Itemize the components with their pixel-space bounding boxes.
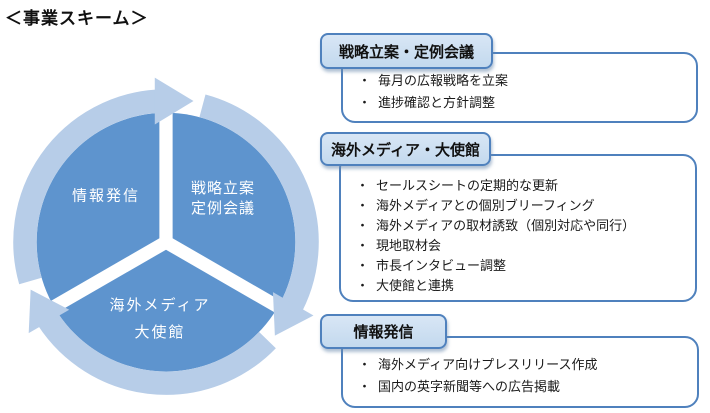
segment-label-media: 海外メディア 大使館: [109, 297, 211, 341]
list-item: ・ 進捗確認と方針調整: [358, 92, 508, 114]
box-media-items: ・ セールスシートの定期的な更新 ・ 海外メディアとの個別ブリーフィング ・ 海…: [356, 176, 635, 296]
list-item: ・ 現地取材会: [356, 236, 635, 256]
bullet-icon: ・: [356, 198, 370, 213]
list-item: ・ 海外メディアとの個別ブリーフィング: [356, 196, 635, 216]
cycle-arrow-icons: [28, 77, 314, 336]
page-title: ＜事業スキーム＞: [5, 9, 149, 28]
item-text: 国内の英字新聞等への広告掲載: [378, 379, 561, 394]
bullet-icon: ・: [358, 95, 372, 110]
box-info-header: 情報発信: [320, 314, 447, 349]
item-text: セールスシートの定期的な更新: [376, 178, 559, 193]
arrow-right-icon: [272, 292, 314, 336]
box-strategy-items: ・ 毎月の広報戦略を立案 ・ 進捗確認と方針調整: [358, 70, 508, 114]
bullet-icon: ・: [356, 258, 370, 273]
item-text: 毎月の広報戦略を立案: [378, 73, 509, 88]
cycle-ring-arcs: [13, 89, 319, 395]
box-info-title: 情報発信: [353, 324, 414, 341]
item-text: 市長インタビュー調整: [376, 258, 507, 273]
box-strategy-header: 戦略立案・定例会議: [320, 33, 493, 69]
bullet-icon: ・: [356, 238, 370, 253]
list-item: ・ 市長インタビュー調整: [356, 256, 635, 276]
bullet-icon: ・: [358, 357, 372, 372]
list-item: ・ セールスシートの定期的な更新: [356, 176, 635, 196]
list-item: ・ 海外メディア向けプレスリリース作成: [358, 354, 597, 376]
box-strategy-body: [341, 52, 698, 123]
item-text: 現地取材会: [376, 238, 442, 253]
arrow-left-icon: [28, 289, 70, 334]
box-strategy-title: 戦略立案・定例会議: [338, 43, 474, 61]
cycle-diagram: 情報発信 戦略立案 定例会議 海外メディア 大使館: [13, 72, 319, 402]
bullet-icon: ・: [358, 379, 372, 394]
item-text: 海外メディアとの個別ブリーフィング: [376, 198, 595, 213]
list-item: ・ 大使館と連携: [356, 276, 635, 296]
segment-label-strategy: 戦略立案 定例会議: [190, 180, 256, 217]
segment-label-info: 情報発信: [71, 187, 141, 205]
box-media-header: 海外メディア・大使館: [320, 132, 491, 166]
box-media-title: 海外メディア・大使館: [331, 141, 480, 159]
bullet-icon: ・: [356, 178, 370, 193]
list-item: ・ 毎月の広報戦略を立案: [358, 70, 508, 92]
item-text: 海外メディア向けプレスリリース作成: [378, 357, 598, 372]
item-text: 進捗確認と方針調整: [378, 95, 496, 110]
item-text: 海外メディアの取材誘致（個別対応や同行）: [376, 218, 636, 233]
cycle-svg: [13, 77, 319, 395]
bullet-icon: ・: [356, 278, 370, 293]
box-info-items: ・ 海外メディア向けプレスリリース作成 ・ 国内の英字新聞等への広告掲載: [358, 354, 597, 398]
item-text: 大使館と連携: [376, 278, 455, 293]
box-media-body: [339, 154, 697, 302]
arrow-top-icon: [154, 77, 194, 125]
bullet-icon: ・: [358, 73, 372, 88]
list-item: ・ 国内の英字新聞等への広告掲載: [358, 376, 597, 398]
bullet-icon: ・: [356, 218, 370, 233]
list-item: ・ 海外メディアの取材誘致（個別対応や同行）: [356, 216, 635, 236]
